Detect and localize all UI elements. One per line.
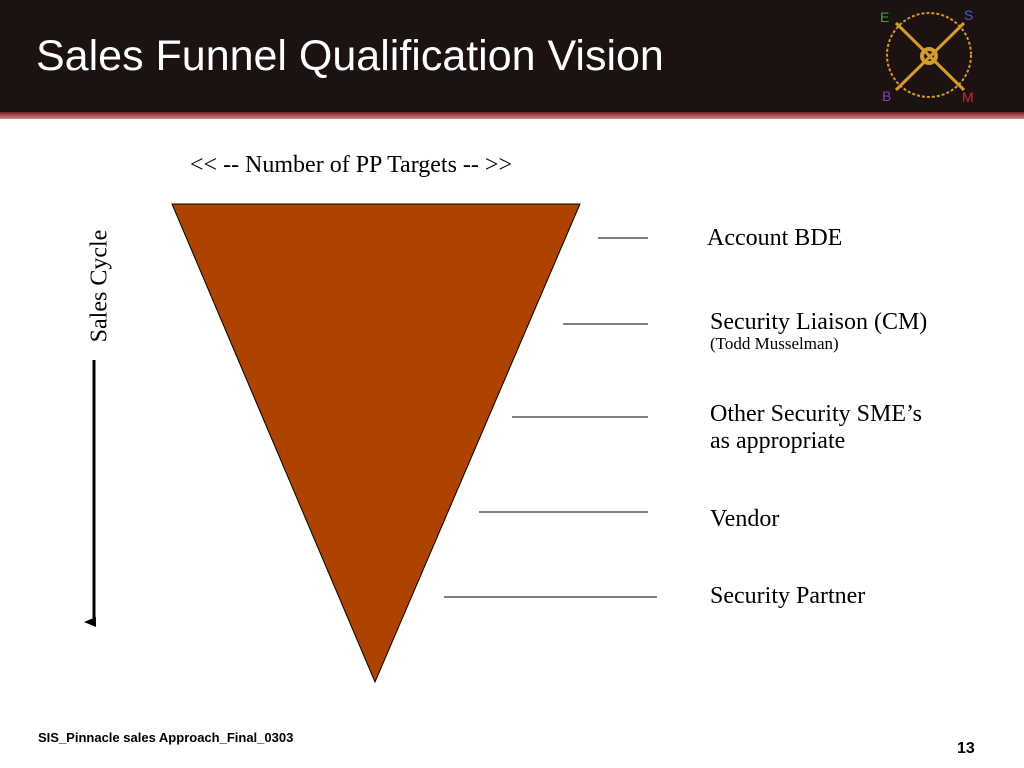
role-other-sme-line2: as appropriate [710,428,846,454]
role-vendor: Vendor [710,506,780,532]
header-divider [0,112,1024,119]
footer-text: SIS_Pinnacle sales Approach_Final_0303 [38,730,294,745]
logo-center [920,47,938,65]
esbm-logo-icon: E S B M [880,7,974,105]
funnel-shape [171,203,581,684]
logo-cross-b [894,21,966,92]
logo-letter-b: B [882,88,891,104]
slide-header [0,0,1024,112]
funnel-top-label: << -- Number of PP Targets -- >> [190,152,512,178]
role-security-liaison-note: (Todd Musselman) [710,334,839,353]
logo-ring [886,12,972,98]
page-number: 13 [957,740,975,757]
role-security-partner: Security Partner [710,583,866,609]
logo-letter-e: E [880,9,889,25]
logo-letter-s: S [964,7,973,23]
logo-letter-m: M [962,89,974,105]
role-other-sme: Other Security SME’s [710,401,922,427]
slide-title: Sales Funnel Qualification Vision [36,32,664,80]
role-security-liaison: Security Liaison (CM) [710,309,928,335]
role-account-bde: Account BDE [707,225,843,251]
